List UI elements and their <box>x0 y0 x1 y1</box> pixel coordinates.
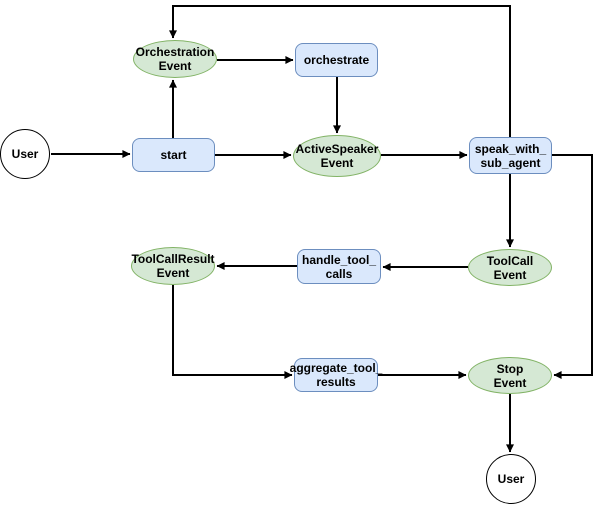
node-speak-with-sub-agent-label: speak_with_ sub_agent <box>474 141 547 170</box>
edge-speak-with-sub-agent-to-stop-event <box>552 154 593 379</box>
node-user-end: User <box>486 454 536 504</box>
node-orchestration-event-label: Orchestration Event <box>135 45 215 73</box>
node-handle-tool-calls-label: handle_tool_ calls <box>301 252 376 281</box>
node-handle-tool-calls: handle_tool_ calls <box>297 249 381 284</box>
node-user-start: User <box>0 129 50 179</box>
node-stop-event: Stop Event <box>468 357 552 394</box>
node-active-speaker-event-label: ActiveSpeaker Event <box>295 142 379 170</box>
node-active-speaker-event: ActiveSpeaker Event <box>293 135 381 177</box>
node-aggregate-tool-results-label: aggregate_tool_ results <box>289 361 383 389</box>
node-tool-call-result-event-label: ToolCallResult Event <box>131 252 215 280</box>
edge-speak-with-sub-agent-to-orchestration-event <box>169 5 511 137</box>
node-orchestration-event: Orchestration Event <box>133 40 217 78</box>
node-tool-call-event-label: ToolCall Event <box>486 253 534 282</box>
node-speak-with-sub-agent: speak_with_ sub_agent <box>469 137 552 174</box>
node-stop-event-label: Stop Event <box>493 361 527 390</box>
node-user-end-label: User <box>497 472 525 486</box>
node-start: start <box>132 138 215 172</box>
edge-tool-call-result-event-to-aggregate-tool-results <box>172 285 293 379</box>
node-orchestrate-label: orchestrate <box>303 53 370 67</box>
node-user-start-label: User <box>11 147 39 161</box>
node-tool-call-event: ToolCall Event <box>468 249 552 286</box>
node-aggregate-tool-results: aggregate_tool_ results <box>290 358 382 392</box>
node-start-label: start <box>160 148 187 162</box>
node-orchestrate: orchestrate <box>295 43 378 77</box>
node-tool-call-result-event: ToolCallResult Event <box>131 247 215 285</box>
